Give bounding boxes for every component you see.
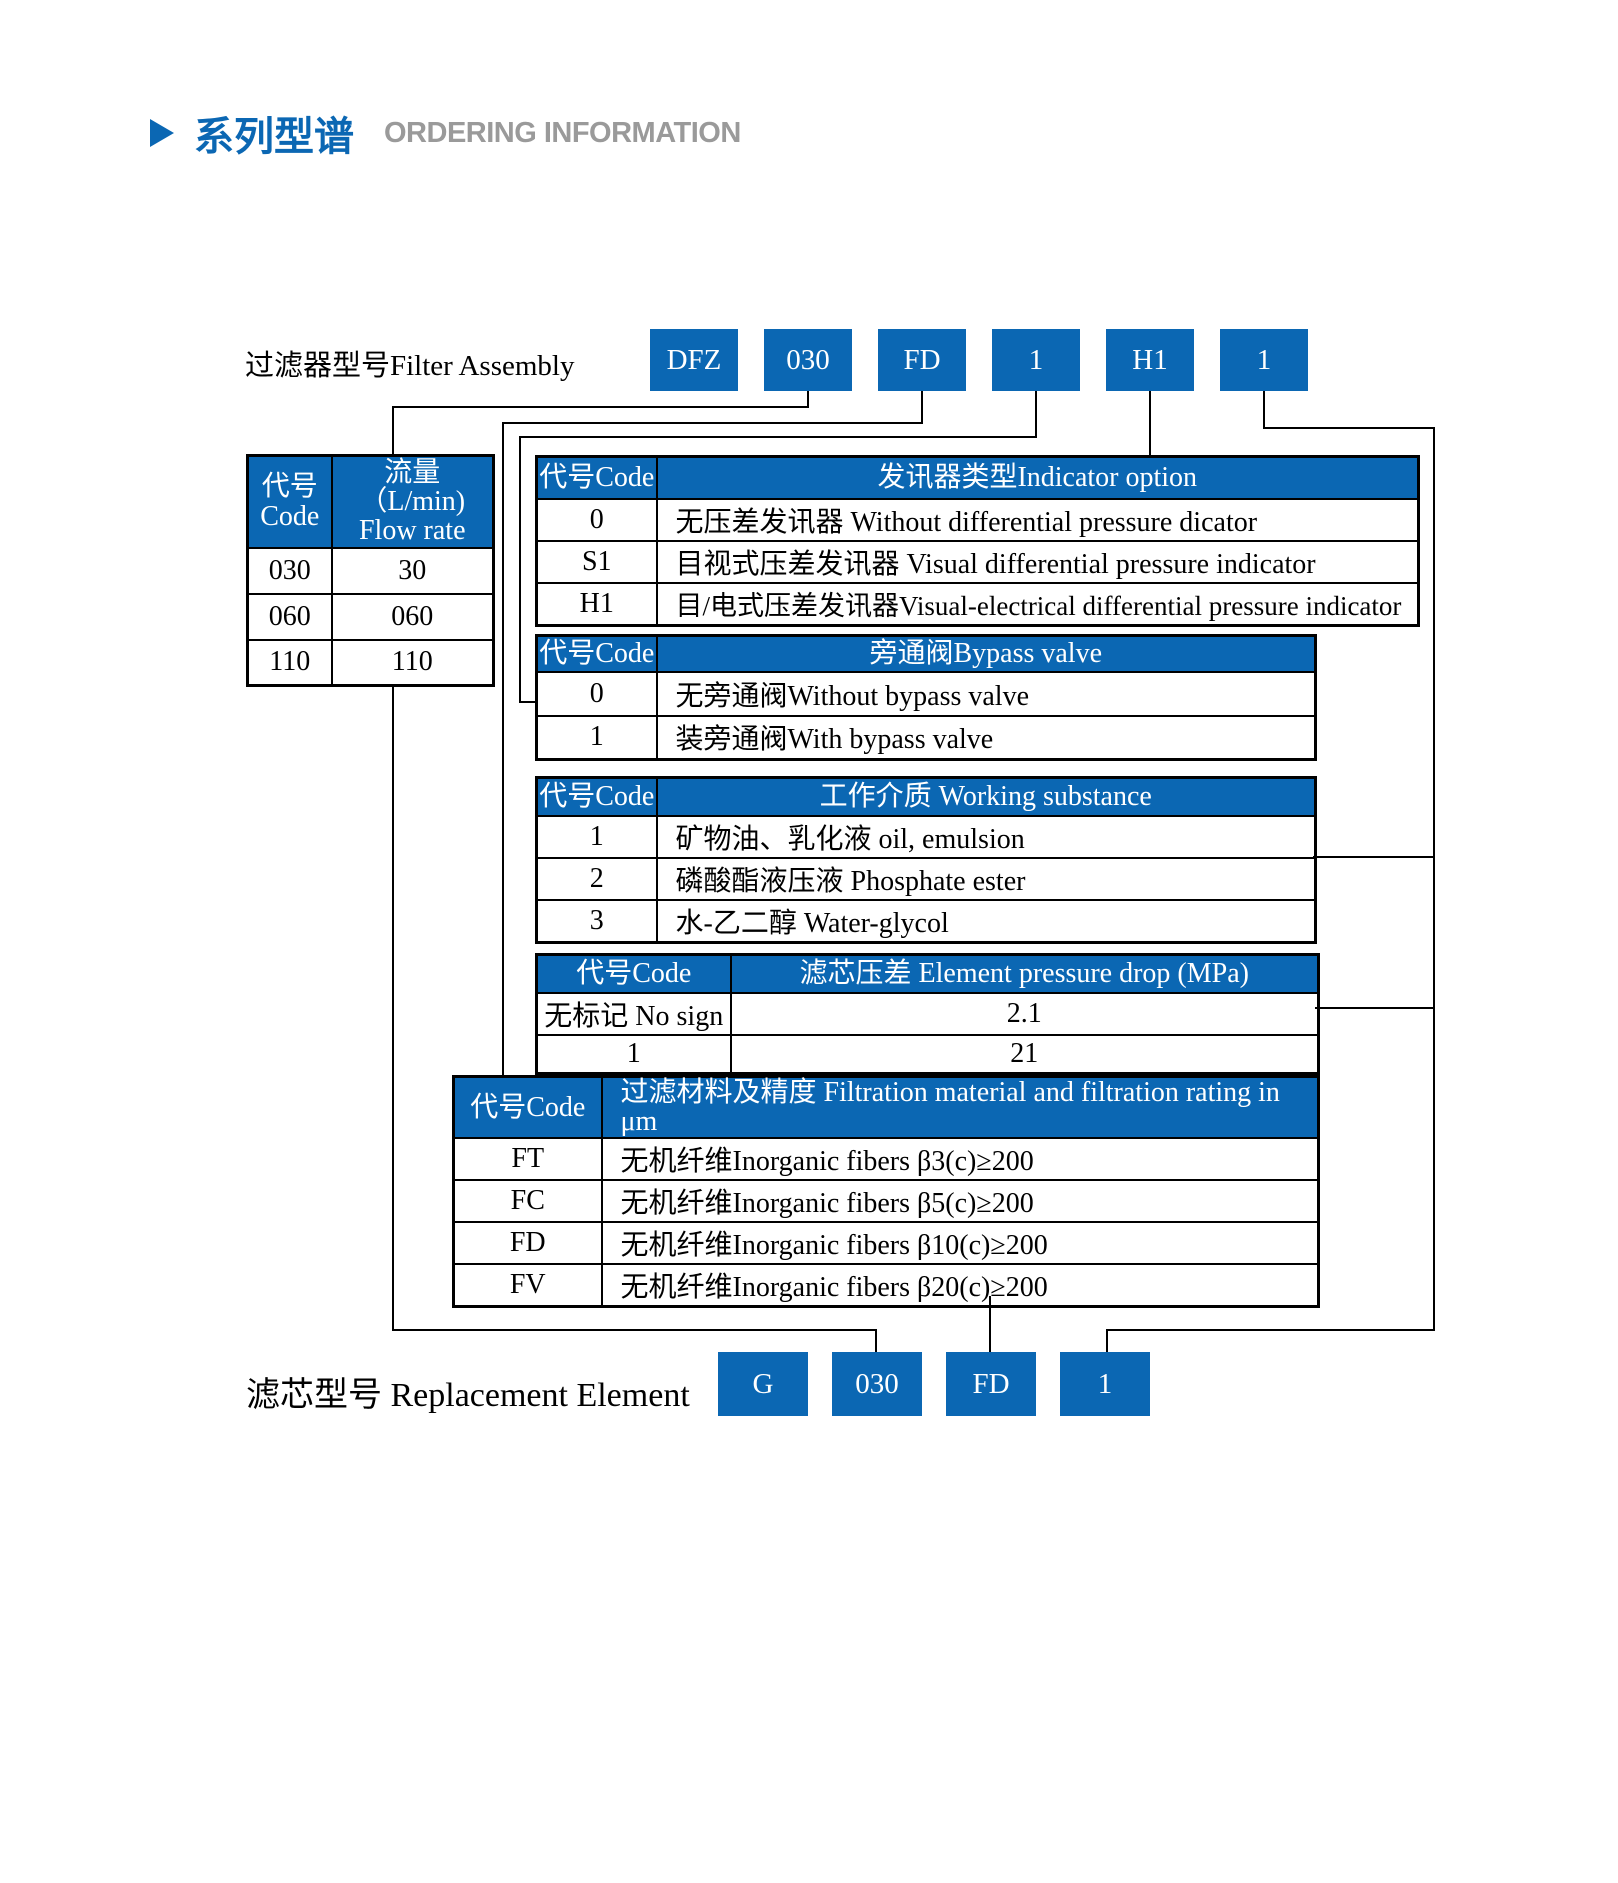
table-cell: FD bbox=[452, 1220, 603, 1265]
table-header-cell: 滤芯压差 Element pressure drop (MPa) bbox=[729, 953, 1320, 994]
table-row: 2 磷酸酯液压液 Phosphate ester bbox=[535, 856, 1317, 901]
table-header-cell: 代号Code bbox=[452, 1075, 603, 1139]
table-row: 110 110 bbox=[246, 638, 495, 687]
filtration-table: 代号Code 过滤材料及精度 Filtration material and f… bbox=[452, 1075, 1320, 1308]
indicator-table: 代号Code 发讯器类型Indicator option 0 无压差发讯器 Wi… bbox=[535, 455, 1420, 627]
table-cell: FT bbox=[452, 1136, 603, 1181]
table-row: 无标记 No sign 2.1 bbox=[535, 991, 1320, 1036]
table-row: 3 水-乙二醇 Water-glycol bbox=[535, 898, 1317, 943]
table-header-cell: 代号Code bbox=[535, 634, 658, 673]
table-cell: 1 bbox=[535, 1033, 732, 1074]
replacement-element-label: 滤芯型号 Replacement Element bbox=[246, 1377, 690, 1414]
table-row: FV 无机纤维Inorganic fibers β20(c)≥200 bbox=[452, 1262, 1320, 1308]
table-cell: 目视式压差发讯器 Visual differential pressure in… bbox=[655, 539, 1420, 584]
table-row: S1 目视式压差发讯器 Visual differential pressure… bbox=[535, 539, 1420, 584]
section-title-cn: 系列型谱 bbox=[194, 114, 354, 160]
table-header-row: 代号Code 滤芯压差 Element pressure drop (MPa) bbox=[535, 953, 1320, 994]
table-cell: 水-乙二醇 Water-glycol bbox=[655, 898, 1317, 943]
table-row: 0 无旁通阀Without bypass valve bbox=[535, 670, 1317, 717]
table-cell: 装旁通阀With bypass valve bbox=[655, 714, 1317, 761]
table-cell: 30 bbox=[330, 546, 495, 595]
table-cell: 060 bbox=[246, 592, 333, 641]
assembly-code-box: 030 bbox=[764, 329, 852, 391]
table-header-cell: 旁通阀Bypass valve bbox=[655, 634, 1317, 673]
table-row: 0 无压差发讯器 Without differential pressure d… bbox=[535, 497, 1420, 542]
table-cell: 矿物油、乳化液 oil, emulsion bbox=[655, 814, 1317, 859]
table-cell: 2 bbox=[535, 856, 658, 901]
table-cell: 无机纤维Inorganic fibers β10(c)≥200 bbox=[600, 1220, 1320, 1265]
table-cell: 1 bbox=[535, 714, 658, 761]
table-cell: 0 bbox=[535, 497, 658, 542]
assembly-code-box: H1 bbox=[1106, 329, 1194, 391]
assembly-code-box: FD bbox=[878, 329, 966, 391]
assembly-code-box: 1 bbox=[992, 329, 1080, 391]
table-header-cell: 代号Code bbox=[535, 776, 658, 817]
table-cell: 2.1 bbox=[729, 991, 1320, 1036]
section-title-en: ORDERING INFORMATION bbox=[384, 116, 741, 149]
table-cell: 无标记 No sign bbox=[535, 991, 732, 1036]
table-row: 1 21 bbox=[535, 1033, 1320, 1074]
element-code-box: 1 bbox=[1060, 1352, 1150, 1416]
table-cell: 无旁通阀Without bypass valve bbox=[655, 670, 1317, 717]
table-row: 030 30 bbox=[246, 546, 495, 595]
table-cell: H1 bbox=[535, 581, 658, 626]
substance-table: 代号Code 工作介质 Working substance 1 矿物油、乳化液 … bbox=[535, 776, 1317, 944]
table-header-row: 代号Code 旁通阀Bypass valve bbox=[535, 634, 1317, 673]
table-cell: 3 bbox=[535, 898, 658, 943]
assembly-code-box: 1 bbox=[1220, 329, 1308, 391]
table-header-row: 代号Code 过滤材料及精度 Filtration material and f… bbox=[452, 1075, 1320, 1139]
assembly-code-box: DFZ bbox=[650, 329, 738, 391]
table-row: 1 矿物油、乳化液 oil, emulsion bbox=[535, 814, 1317, 859]
table-cell: 磷酸酯液压液 Phosphate ester bbox=[655, 856, 1317, 901]
table-header-row: 代号Code 发讯器类型Indicator option bbox=[535, 455, 1420, 500]
table-cell: 无机纤维Inorganic fibers β20(c)≥200 bbox=[600, 1262, 1320, 1308]
triangle-icon bbox=[150, 119, 174, 147]
table-cell: 030 bbox=[246, 546, 333, 595]
element-code-box: 030 bbox=[832, 1352, 922, 1416]
table-row: H1 目/电式压差发讯器Visual-electrical differenti… bbox=[535, 581, 1420, 626]
element-code-box: G bbox=[718, 1352, 808, 1416]
table-row: FC 无机纤维Inorganic fibers β5(c)≥200 bbox=[452, 1178, 1320, 1223]
table-header-cell: 代号Code bbox=[535, 953, 732, 994]
table-cell: 目/电式压差发讯器Visual-electrical differential … bbox=[655, 581, 1420, 626]
table-cell: 无压差发讯器 Without differential pressure dic… bbox=[655, 497, 1420, 542]
table-cell: FV bbox=[452, 1262, 603, 1308]
table-cell: 无机纤维Inorganic fibers β5(c)≥200 bbox=[600, 1178, 1320, 1223]
table-header-cell: 发讯器类型Indicator option bbox=[655, 455, 1420, 500]
table-header-cell: 过滤材料及精度 Filtration material and filtrati… bbox=[600, 1075, 1320, 1139]
table-cell: S1 bbox=[535, 539, 658, 584]
table-row: 1 装旁通阀With bypass valve bbox=[535, 714, 1317, 761]
table-row: FD 无机纤维Inorganic fibers β10(c)≥200 bbox=[452, 1220, 1320, 1265]
table-cell: 110 bbox=[246, 638, 333, 687]
table-header-cell: 代号Code bbox=[535, 455, 658, 500]
filter-assembly-label: 过滤器型号Filter Assembly bbox=[245, 350, 575, 382]
table-row: 060 060 bbox=[246, 592, 495, 641]
table-cell: 1 bbox=[535, 814, 658, 859]
bypass-table: 代号Code 旁通阀Bypass valve 0 无旁通阀Without byp… bbox=[535, 634, 1317, 761]
table-header-cell: 流量（L/min)Flow rate bbox=[330, 454, 495, 549]
table-cell: 21 bbox=[729, 1033, 1320, 1074]
table-cell: 060 bbox=[330, 592, 495, 641]
table-header-cell: 工作介质 Working substance bbox=[655, 776, 1317, 817]
section-header: 系列型谱 ORDERING INFORMATION bbox=[150, 108, 741, 160]
table-header-row: 代号Code 工作介质 Working substance bbox=[535, 776, 1317, 817]
table-row: FT 无机纤维Inorganic fibers β3(c)≥200 bbox=[452, 1136, 1320, 1181]
table-cell: FC bbox=[452, 1178, 603, 1223]
element-code-box: FD bbox=[946, 1352, 1036, 1416]
table-cell: 0 bbox=[535, 670, 658, 717]
table-cell: 110 bbox=[330, 638, 495, 687]
pressure-table: 代号Code 滤芯压差 Element pressure drop (MPa) … bbox=[535, 953, 1320, 1075]
table-cell: 无机纤维Inorganic fibers β3(c)≥200 bbox=[600, 1136, 1320, 1181]
